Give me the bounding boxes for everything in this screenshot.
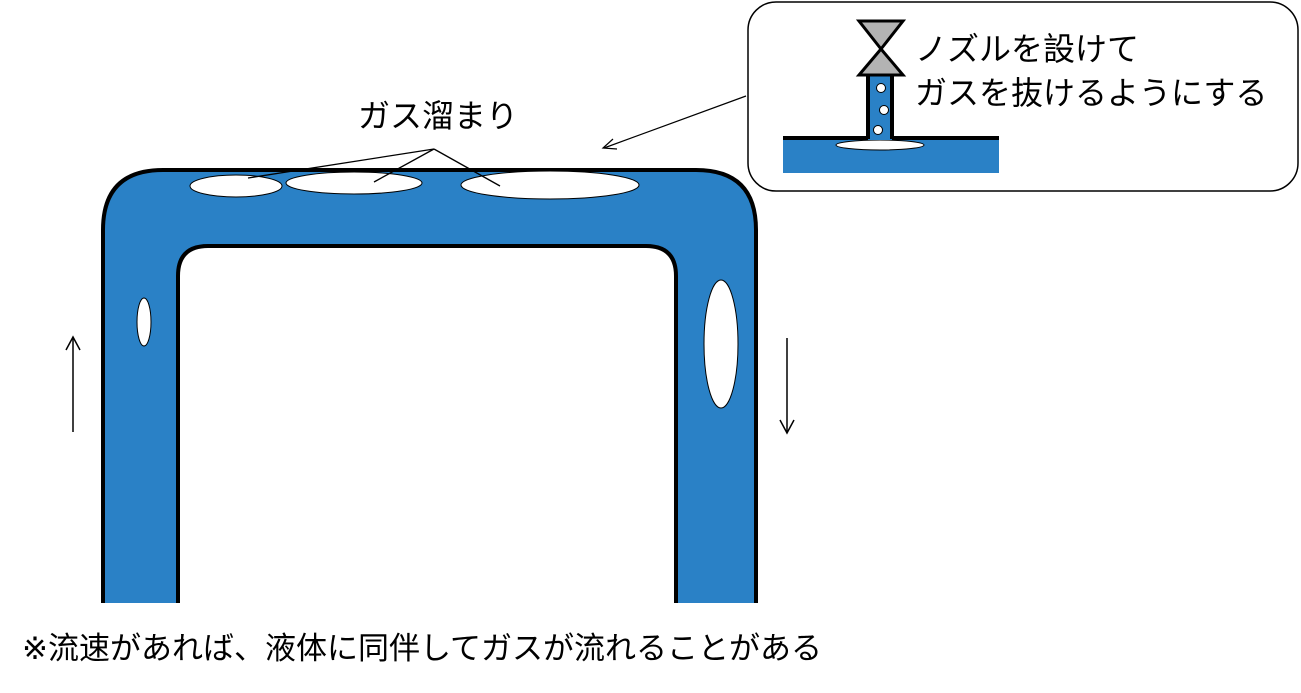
pipe-inner-wall (176, 244, 678, 603)
gas-bubble (835, 139, 925, 151)
callout-pointer (603, 95, 747, 149)
gas-bubble (460, 170, 640, 200)
leader-line (247, 148, 435, 179)
leader-line (433, 148, 501, 187)
gas-bubble (136, 297, 152, 347)
gas-bubble (285, 171, 423, 195)
callout-pointer-head (601, 138, 618, 150)
pipe-liquid (103, 170, 756, 603)
valve-icon (855, 19, 907, 77)
gas-bubble (873, 125, 883, 135)
leader-line (373, 148, 435, 183)
gas-bubble (189, 174, 283, 198)
callout-text-line1: ノズルを設けて (915, 30, 1140, 68)
callout-text-line2: ガスを抜けるようにする (915, 74, 1268, 112)
gas-bubble (876, 83, 886, 93)
gas-pool-label: ガス溜まり (358, 97, 519, 135)
arrow-up-icon (65, 335, 81, 432)
pipe-outer-wall (101, 168, 758, 603)
arrow-down-icon (779, 338, 795, 435)
gas-bubble (879, 105, 889, 115)
gas-bubble (703, 279, 739, 409)
vent-nozzle (866, 74, 894, 140)
footnote: ※流速があれば、液体に同伴してガスが流れることがある (22, 631, 823, 667)
